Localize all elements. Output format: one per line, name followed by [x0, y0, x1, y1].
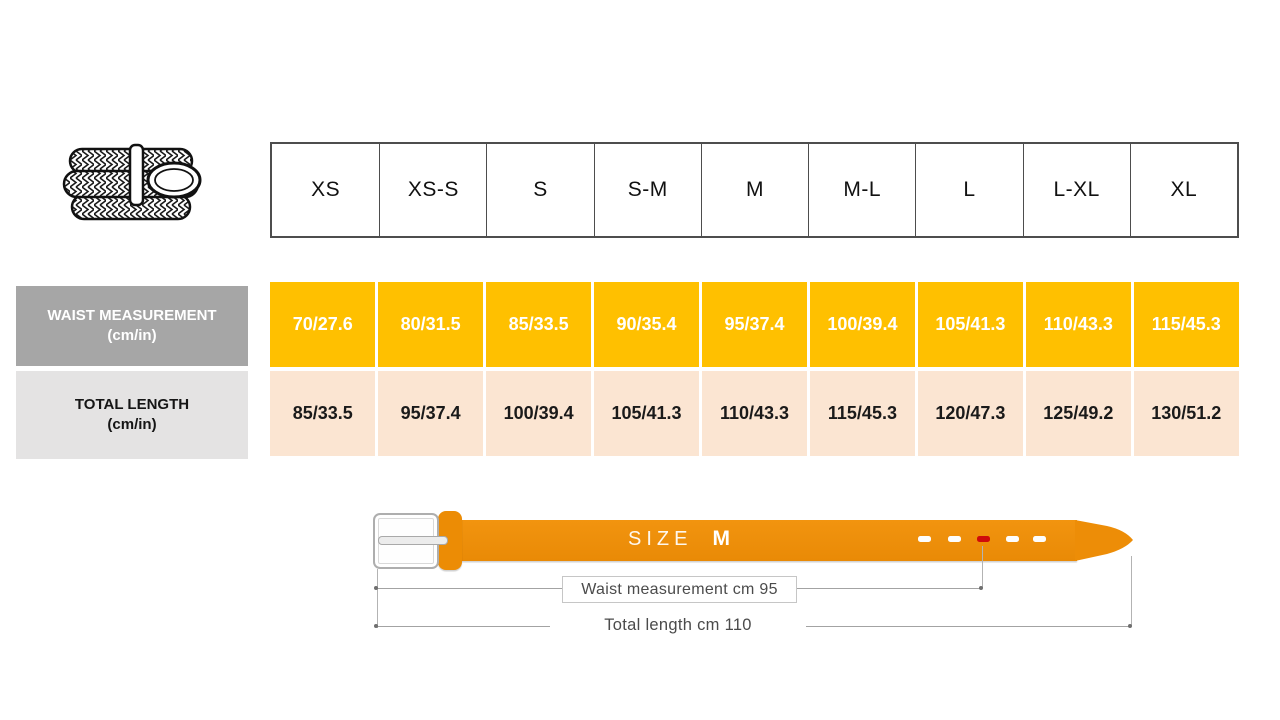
guide-line-buckle — [377, 569, 378, 628]
waist-dimension-line-left — [377, 588, 562, 589]
length-value-cell: 115/45.3 — [809, 371, 916, 456]
size-word: SIZE — [628, 528, 693, 550]
dimension-endpoint — [1128, 624, 1132, 628]
length-dimension-line-right — [806, 626, 1131, 627]
size-value: M — [712, 527, 730, 550]
waist-row-unit: (cm/in) — [107, 327, 157, 344]
waist-annotation: Waist measurement cm 95 — [562, 576, 797, 603]
size-header-cell: M — [700, 144, 808, 236]
waist-value-cell: 95/37.4 — [701, 282, 808, 367]
length-value-cell: 105/41.3 — [593, 371, 700, 456]
length-value-cell: 130/51.2 — [1133, 371, 1239, 456]
length-value-cell: 110/43.3 — [701, 371, 808, 456]
waist-value-cell: 105/41.3 — [917, 282, 1024, 367]
belt-size-label: SIZE M — [628, 527, 730, 551]
size-header-cell: S — [486, 144, 593, 236]
size-header-cell: XS — [311, 178, 341, 201]
length-values-row: 85/33.5 95/37.4 100/39.4 105/41.3 110/43… — [270, 371, 1239, 456]
waist-value-cell: 90/35.4 — [593, 282, 700, 367]
waist-value-cell: 80/31.5 — [377, 282, 484, 367]
size-header-row: XS XS-S S S-M M M-L L L-XL XL — [270, 142, 1239, 238]
dimension-endpoint — [374, 624, 378, 628]
belt-strap — [432, 520, 1077, 561]
waist-value-cell: 70/27.6 — [270, 282, 376, 367]
braided-belt-image — [62, 143, 202, 221]
belt-hole — [948, 536, 961, 542]
waist-row-label: WAIST MEASUREMENT (cm/in) — [16, 286, 248, 366]
guide-line-tip — [1131, 556, 1132, 626]
dimension-endpoint — [979, 586, 983, 590]
size-header-cell: M-L — [808, 144, 915, 236]
waist-value-cell: 100/39.4 — [809, 282, 916, 367]
belt-hole — [1006, 536, 1019, 542]
belt-hole-selected — [977, 536, 990, 542]
belt-hole — [918, 536, 931, 542]
waist-dimension-line-right — [797, 588, 982, 589]
dimension-endpoint — [374, 586, 378, 590]
length-value-cell: 95/37.4 — [377, 371, 484, 456]
size-header-cell: L-XL — [1022, 144, 1130, 236]
waist-value-cell: 85/33.5 — [485, 282, 592, 367]
waist-row-label-text: WAIST MEASUREMENT — [47, 306, 217, 324]
belt-hole — [1033, 536, 1046, 542]
length-row-label: TOTAL LENGTH (cm/in) — [16, 371, 248, 459]
length-annotation: Total length cm 110 — [604, 616, 752, 634]
belt-tip — [1075, 520, 1133, 561]
buckle-prong — [378, 536, 448, 545]
length-value-cell: 100/39.4 — [485, 371, 592, 456]
length-value-cell: 125/49.2 — [1025, 371, 1132, 456]
length-value-cell: 120/47.3 — [917, 371, 1024, 456]
size-header-cell: XS-S — [379, 144, 486, 236]
waist-value-cell: 110/43.3 — [1025, 282, 1132, 367]
guide-line-hole — [982, 546, 983, 588]
size-header-cell: XL — [1129, 144, 1237, 236]
size-header-cell: S-M — [593, 144, 701, 236]
waist-value-cell: 115/45.3 — [1133, 282, 1239, 367]
length-value-cell: 85/33.5 — [270, 371, 376, 456]
length-row-label-text: TOTAL LENGTH — [74, 395, 190, 413]
length-dimension-line-left — [377, 626, 550, 627]
length-row-unit: (cm/in) — [107, 416, 157, 433]
waist-values-row: 70/27.6 80/31.5 85/33.5 90/35.4 95/37.4 … — [270, 282, 1239, 367]
size-header-cell: L — [915, 144, 1022, 236]
